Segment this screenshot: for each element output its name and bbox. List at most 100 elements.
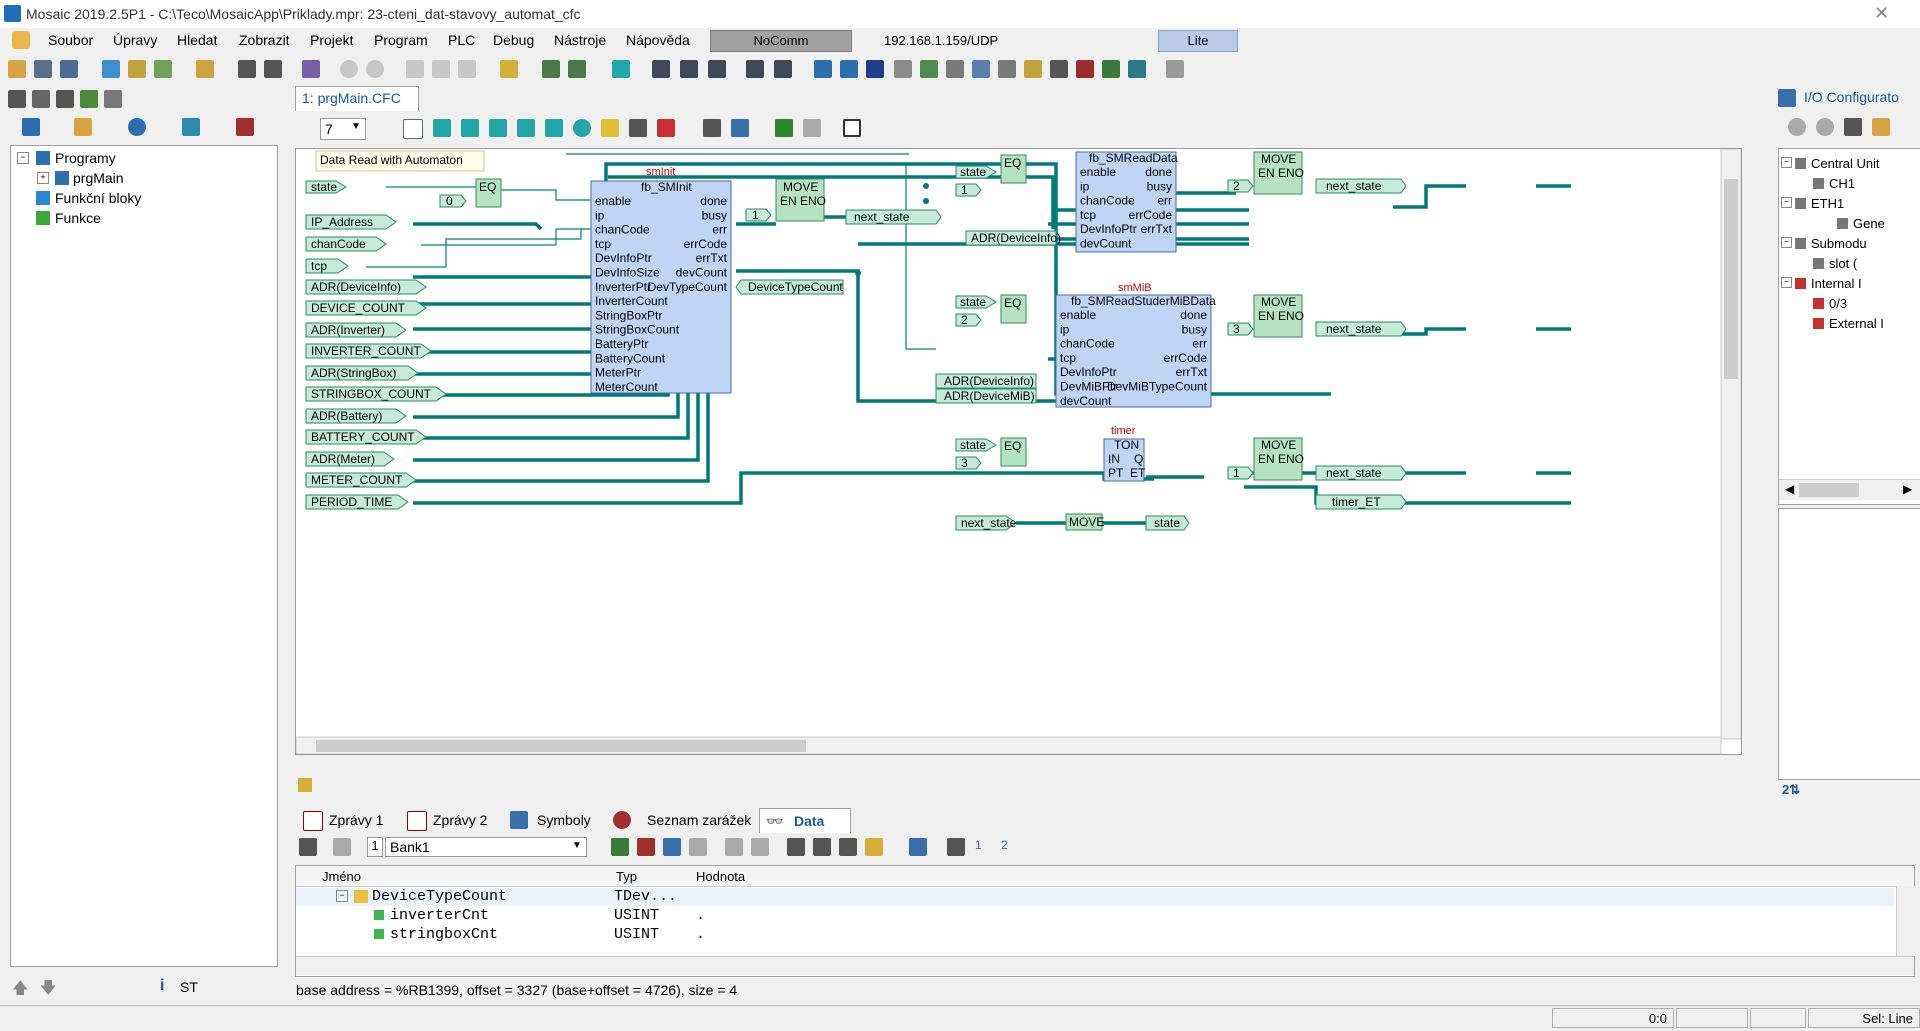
const-1-move[interactable]: 1 xyxy=(1233,466,1240,480)
data-down-icon[interactable] xyxy=(751,838,769,856)
insert-input-icon[interactable] xyxy=(433,119,451,137)
data-watch-icon[interactable] xyxy=(787,838,805,856)
data-settings-icon[interactable] xyxy=(299,838,317,856)
open-project-icon[interactable] xyxy=(8,60,26,78)
tree-item-funkcni-bloky[interactable]: Funkční bloky xyxy=(55,190,142,206)
in-devinfo-sm[interactable]: ADR(DeviceInfo) xyxy=(971,231,1061,245)
const-3-timer[interactable]: 3 xyxy=(961,456,968,470)
menu-napoveda[interactable]: Nápověda xyxy=(626,32,690,48)
window-layout-icon[interactable] xyxy=(843,119,861,137)
layout-5-icon[interactable] xyxy=(774,60,792,78)
rebuild-icon[interactable] xyxy=(154,60,172,78)
gear-green-icon[interactable] xyxy=(80,90,98,108)
mosaic-menu-icon[interactable] xyxy=(12,31,30,49)
data-format-icon[interactable] xyxy=(865,838,883,856)
const-1-sm[interactable]: 1 xyxy=(961,183,968,197)
insert-return-icon[interactable] xyxy=(573,119,591,137)
data-up-icon[interactable] xyxy=(725,838,743,856)
vertical-scroll-thumb[interactable] xyxy=(1724,179,1738,379)
menu-hledat[interactable]: Hledat xyxy=(177,32,218,48)
editor-e-icon[interactable] xyxy=(612,60,630,78)
data-undo-icon[interactable] xyxy=(333,838,351,856)
table-row[interactable]: − DeviceTypeCount TDev... xyxy=(296,888,1894,906)
close-icon[interactable]: ✕ xyxy=(1874,3,1890,23)
data-view-icon[interactable] xyxy=(909,838,927,856)
data-two-icon[interactable]: 2 xyxy=(1001,838,1008,852)
io-toggle[interactable]: − xyxy=(1781,197,1792,208)
smmib-block[interactable] xyxy=(1055,294,1212,408)
col-hodnota[interactable]: Hodnota xyxy=(696,869,746,884)
cfc-canvas[interactable]: .w { stroke:#007a78; stroke-width:3.5; f… xyxy=(295,148,1742,755)
data-copy-icon[interactable] xyxy=(689,838,707,856)
data-edit-icon[interactable] xyxy=(663,838,681,856)
col-jmeno[interactable]: Jméno xyxy=(322,869,362,884)
insert-box-icon[interactable] xyxy=(489,119,507,137)
io-item[interactable]: Gene xyxy=(1779,215,1920,233)
move-init[interactable] xyxy=(775,178,825,222)
table-row[interactable]: inverterCnt USINT . xyxy=(296,907,1894,925)
io-item[interactable]: −Internal I xyxy=(1779,275,1920,293)
bank-select[interactable]: Bank1 ▼ xyxy=(385,837,587,857)
in-inverter[interactable]: ADR(Inverter) xyxy=(311,323,385,337)
layout-4-icon[interactable] xyxy=(746,60,764,78)
bank-index[interactable]: 1 xyxy=(367,837,383,857)
data-table-icon[interactable] xyxy=(947,838,965,856)
export-icon[interactable] xyxy=(568,60,586,78)
tree-mode[interactable]: ST xyxy=(180,979,198,995)
tree-icon[interactable] xyxy=(972,60,990,78)
info-icon[interactable] xyxy=(1128,60,1146,78)
data-vscrollbar[interactable] xyxy=(1896,886,1915,956)
io-item[interactable]: −Submodu xyxy=(1779,235,1920,253)
tab-data[interactable]: 👓 Data xyxy=(759,808,851,833)
mib-state[interactable]: state xyxy=(960,295,986,309)
data-hscrollbar[interactable] xyxy=(296,956,1914,975)
menu-nastroje[interactable]: Nástroje xyxy=(554,32,607,48)
col-typ[interactable]: Typ xyxy=(616,869,637,884)
io-footer[interactable]: 2⇅ xyxy=(1782,782,1801,797)
out-next-state-init[interactable]: next_state xyxy=(854,210,910,224)
menu-zobrazit[interactable]: Zobrazit xyxy=(239,32,290,48)
menu-projekt[interactable]: Projekt xyxy=(310,32,354,48)
sm-block[interactable] xyxy=(1075,151,1177,253)
io-gear-icon[interactable] xyxy=(1816,118,1834,136)
data-one-icon[interactable]: 1 xyxy=(975,838,982,852)
move-mib[interactable] xyxy=(1253,294,1303,338)
io-settings-icon[interactable] xyxy=(1788,118,1806,136)
select-icon[interactable] xyxy=(629,119,647,137)
table-icon[interactable] xyxy=(946,60,964,78)
tab-zpravy1[interactable]: Zprávy 1 xyxy=(329,812,384,828)
doc-icon[interactable] xyxy=(8,90,26,108)
tree-toggle-prgmain[interactable]: + xyxy=(37,172,49,184)
save-icon[interactable] xyxy=(34,60,52,78)
io-item[interactable]: External I xyxy=(1779,315,1920,333)
insert-comment-icon[interactable] xyxy=(601,119,619,137)
network-icon[interactable] xyxy=(840,60,858,78)
tree-item-programy[interactable]: Programy xyxy=(55,150,116,166)
graph-icon[interactable] xyxy=(920,60,938,78)
tab-seznam-zarazek[interactable]: Seznam zarážek xyxy=(647,812,752,828)
horizontal-scroll-thumb[interactable] xyxy=(316,740,806,752)
tree-programs-icon[interactable] xyxy=(22,118,40,136)
menu-upravy[interactable]: Úpravy xyxy=(113,32,158,48)
out-devtype[interactable]: DeviceTypeCount xyxy=(748,280,843,294)
io-export-icon[interactable] xyxy=(1872,118,1890,136)
out-next-state-sm[interactable]: next_state xyxy=(1326,179,1382,193)
io-scroll-thumb[interactable] xyxy=(1799,483,1859,497)
scroll-left-icon[interactable]: ◀ xyxy=(1785,482,1795,496)
row-expand-icon[interactable]: − xyxy=(336,890,348,902)
import-icon[interactable] xyxy=(542,60,560,78)
panel-icon[interactable] xyxy=(998,60,1016,78)
io-toggle[interactable]: − xyxy=(1781,237,1792,248)
save-all-icon[interactable] xyxy=(60,60,78,78)
search-icon[interactable] xyxy=(731,119,749,137)
comment-box[interactable] xyxy=(315,150,485,172)
menu-soubor[interactable]: Soubor xyxy=(48,32,94,48)
const-3-move[interactable]: 3 xyxy=(1233,322,1240,336)
eq-block-mib[interactable] xyxy=(1000,294,1027,324)
io-scrollbar[interactable]: ◀ ▶ xyxy=(1779,479,1920,500)
step-over-icon[interactable] xyxy=(432,60,450,78)
delete-icon[interactable] xyxy=(657,119,675,137)
io-item[interactable]: slot ( xyxy=(1779,255,1920,273)
in-period[interactable]: PERIOD_TIME xyxy=(311,495,392,509)
io-item[interactable]: CH1 xyxy=(1779,175,1920,193)
